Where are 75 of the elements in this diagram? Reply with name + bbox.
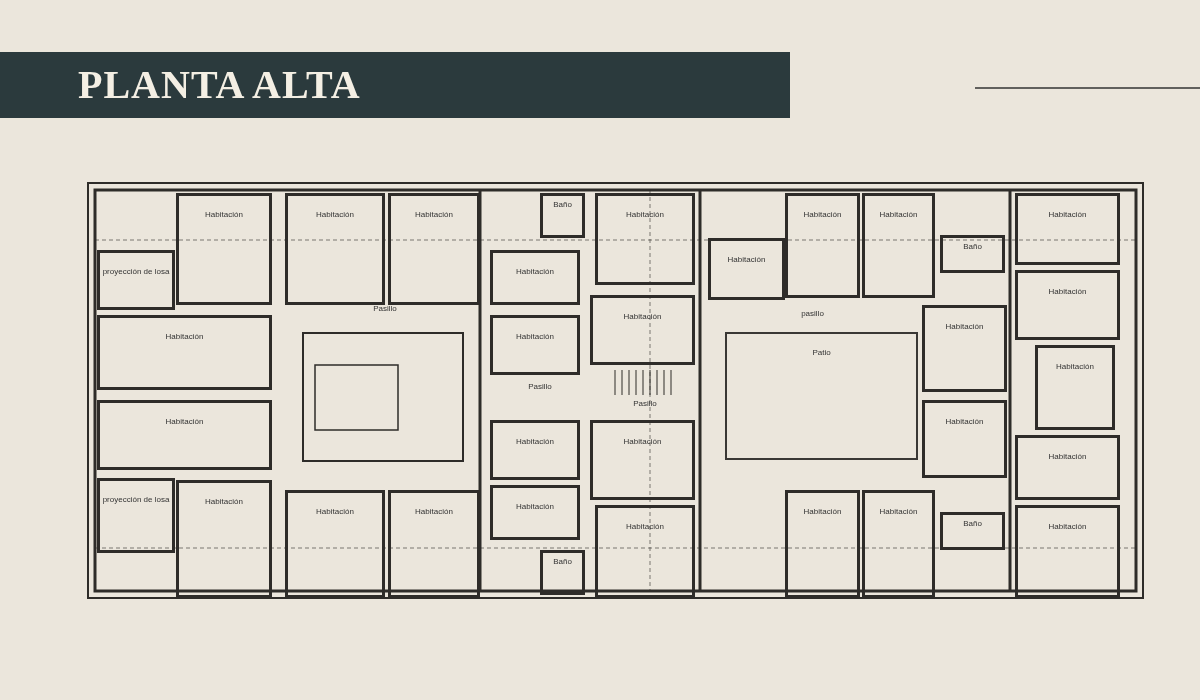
room-name: Habitación bbox=[803, 210, 842, 220]
room-outline bbox=[97, 478, 175, 553]
room-outline bbox=[1035, 345, 1115, 430]
room-name: Habitación bbox=[803, 507, 842, 517]
room-name: Habitación bbox=[516, 332, 554, 342]
room-outline bbox=[388, 193, 480, 305]
room-name: Patio bbox=[812, 348, 831, 358]
room-outline bbox=[176, 193, 272, 305]
room-name: Baño bbox=[553, 200, 572, 210]
room-outline bbox=[1015, 270, 1120, 340]
room-name: Habitación bbox=[623, 312, 662, 322]
room-name: Habitación bbox=[516, 267, 554, 277]
room-name: Pasillo bbox=[633, 399, 657, 409]
title: PLANTA ALTA bbox=[78, 62, 361, 108]
room-name: Habitación bbox=[945, 322, 984, 332]
room-name: Habitación bbox=[1048, 452, 1087, 462]
room-outline bbox=[785, 490, 860, 598]
room-name: Habitación bbox=[727, 255, 766, 265]
room-name: Habitación bbox=[415, 210, 453, 220]
patio-outline bbox=[725, 332, 918, 460]
room-name: Habitación bbox=[205, 497, 243, 507]
room-name: Habitación bbox=[1056, 362, 1094, 372]
room-outline bbox=[708, 238, 785, 300]
room-outline bbox=[490, 485, 580, 540]
room-outline bbox=[540, 193, 585, 238]
room-outline bbox=[176, 480, 272, 598]
room-name: Habitación bbox=[626, 522, 664, 532]
room-name: Baño bbox=[553, 557, 572, 567]
room-name: Habitación bbox=[415, 507, 453, 517]
room-outline bbox=[388, 490, 480, 598]
room-outline bbox=[1015, 505, 1120, 598]
room-outline bbox=[285, 193, 385, 305]
room-outline bbox=[490, 420, 580, 480]
room-outline bbox=[595, 193, 695, 285]
room-outline bbox=[862, 193, 935, 298]
room-name: Habitación bbox=[316, 210, 354, 220]
room-name: Habitación bbox=[623, 437, 662, 447]
room-outline bbox=[940, 512, 1005, 550]
room-name: proyección de losa bbox=[102, 495, 170, 505]
room-outline bbox=[490, 250, 580, 305]
room-outline bbox=[940, 235, 1005, 273]
room-name: Habitación bbox=[205, 210, 243, 220]
room-outline bbox=[922, 305, 1007, 392]
room-name: Habitación bbox=[516, 437, 554, 447]
room-name: Habitación bbox=[879, 210, 918, 220]
room-name: Pasillo bbox=[373, 304, 397, 314]
room-name: Baño bbox=[963, 519, 982, 529]
room-name: Habitación bbox=[1048, 287, 1087, 297]
room-name: Habitación bbox=[516, 502, 554, 512]
room-outline bbox=[540, 550, 585, 595]
room-name: Habitación bbox=[626, 210, 664, 220]
room-outline bbox=[590, 295, 695, 365]
room-name: Pasillo bbox=[528, 382, 552, 392]
room-name: proyección de losa bbox=[102, 267, 170, 277]
room-name: Habitación bbox=[879, 507, 918, 517]
room-outline bbox=[97, 315, 272, 390]
room-outline bbox=[97, 400, 272, 470]
room-outline bbox=[490, 315, 580, 375]
room-outline bbox=[862, 490, 935, 598]
room-name: Baño bbox=[963, 242, 982, 252]
room-outline bbox=[595, 505, 695, 598]
room-name: Habitación bbox=[945, 417, 984, 427]
room-name: Habitación bbox=[1048, 210, 1087, 220]
room-name: pasillo bbox=[801, 309, 824, 319]
room-outline bbox=[590, 420, 695, 500]
room-outline bbox=[97, 250, 175, 310]
room-outline bbox=[922, 400, 1007, 478]
room-name: Habitación bbox=[316, 507, 354, 517]
room-outline bbox=[1015, 435, 1120, 500]
room-outline bbox=[285, 490, 385, 598]
room-name: Habitación bbox=[165, 417, 204, 427]
room-name: Habitación bbox=[1048, 522, 1087, 532]
room-outline bbox=[785, 193, 860, 298]
room-outline bbox=[1015, 193, 1120, 265]
room-name: Habitación bbox=[165, 332, 204, 342]
